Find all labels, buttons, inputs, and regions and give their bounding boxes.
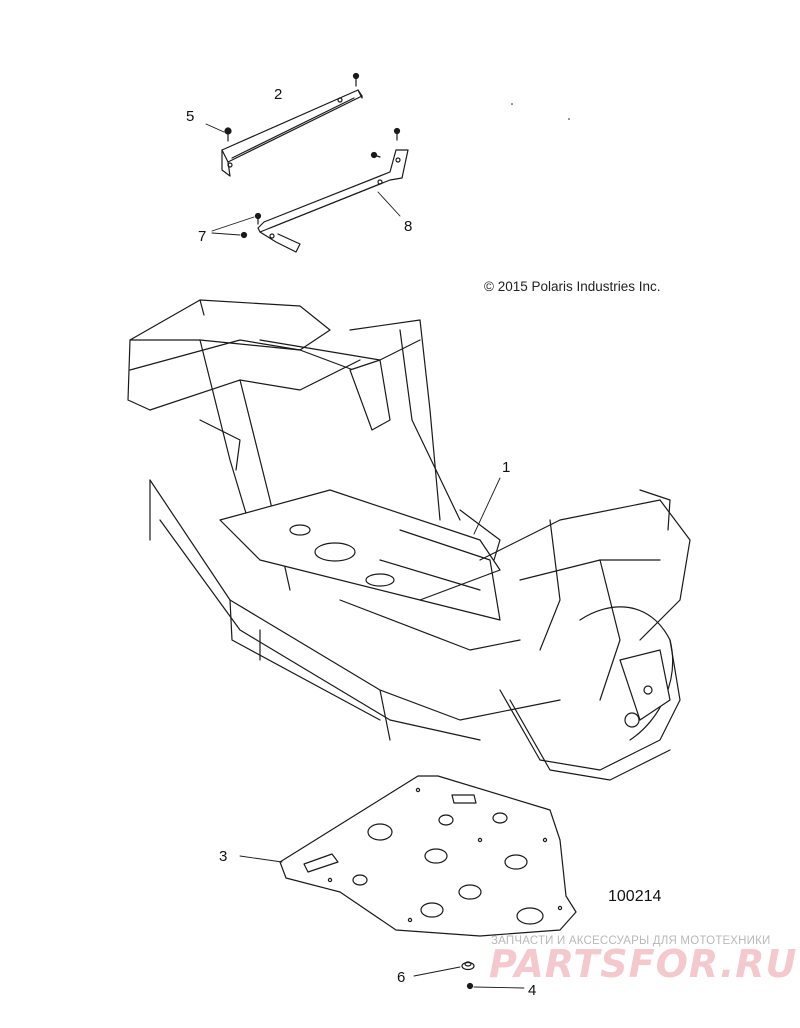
part-1-frame bbox=[127, 299, 691, 781]
part-2-bracket bbox=[221, 89, 363, 177]
part-3-skid-plate bbox=[239, 775, 577, 937]
part-4-screw bbox=[466, 982, 525, 990]
watermark-tagline: ЗАПЧАСТИ И АКСЕССУАРЫ ДЛЯ МОТОТЕХНИКИ bbox=[491, 935, 771, 947]
callout-3: 3 bbox=[219, 848, 227, 865]
part-6-nut bbox=[413, 961, 475, 977]
callout-8: 8 bbox=[404, 218, 412, 235]
watermark-logo: PARTSFOR.RU bbox=[489, 942, 798, 986]
part-8-bracket bbox=[257, 149, 409, 253]
callout-7: 7 bbox=[198, 228, 206, 245]
callout-2: 2 bbox=[274, 86, 282, 103]
copyright-notice: © 2015 Polaris Industries Inc. bbox=[484, 279, 661, 294]
callout-4: 4 bbox=[528, 982, 536, 999]
callout-6: 6 bbox=[397, 969, 405, 986]
part-5-bolt bbox=[205, 123, 232, 142]
callout-5: 5 bbox=[186, 108, 194, 125]
part-8-bolts bbox=[370, 127, 401, 159]
part-2-bolt bbox=[352, 72, 360, 87]
callout-1: 1 bbox=[502, 459, 510, 476]
part-7-fasteners bbox=[211, 212, 262, 239]
diagram-number: 100214 bbox=[608, 888, 662, 905]
